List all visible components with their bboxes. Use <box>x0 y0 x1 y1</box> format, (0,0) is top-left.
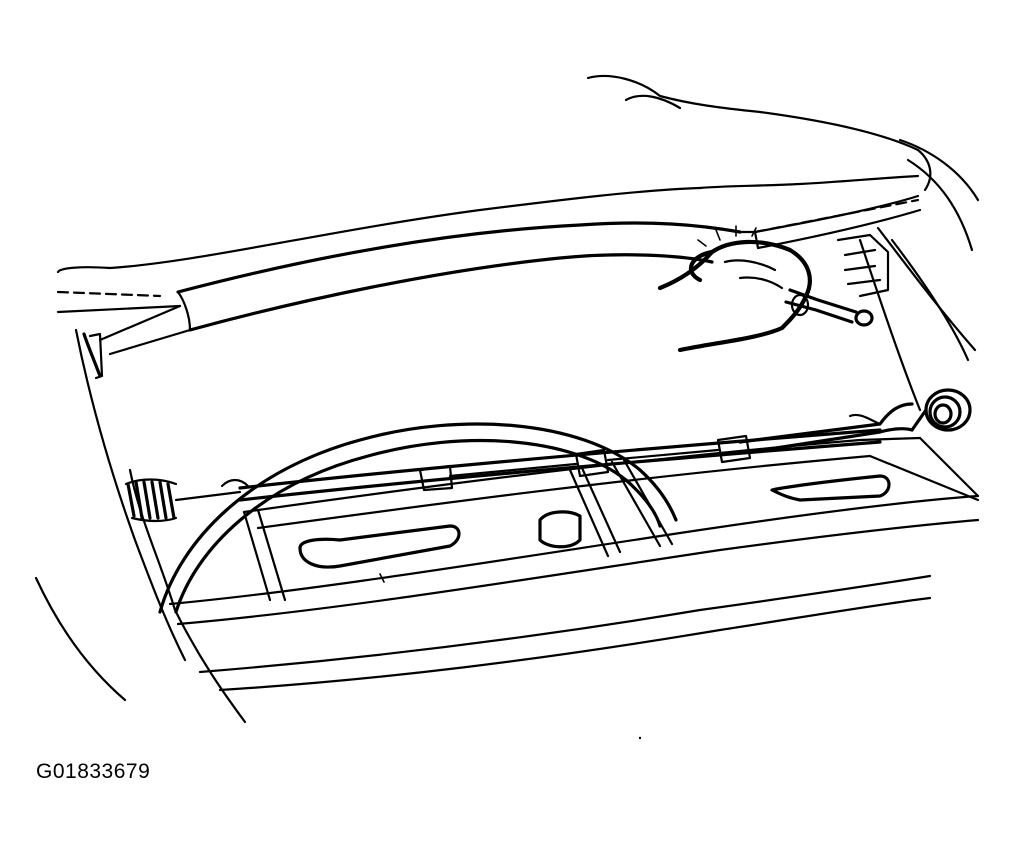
hand-with-wrench <box>657 225 874 353</box>
right-coil-spring <box>910 388 972 432</box>
convertible-top <box>56 74 932 380</box>
curved-bow-tube <box>158 422 678 614</box>
figure-id-label: G01833679 <box>36 760 151 783</box>
latch-rail <box>238 402 914 502</box>
stray-dot <box>638 736 642 740</box>
left-coil-spring <box>124 478 250 523</box>
rear-quarter-body <box>836 138 980 412</box>
deck-well <box>34 328 980 724</box>
